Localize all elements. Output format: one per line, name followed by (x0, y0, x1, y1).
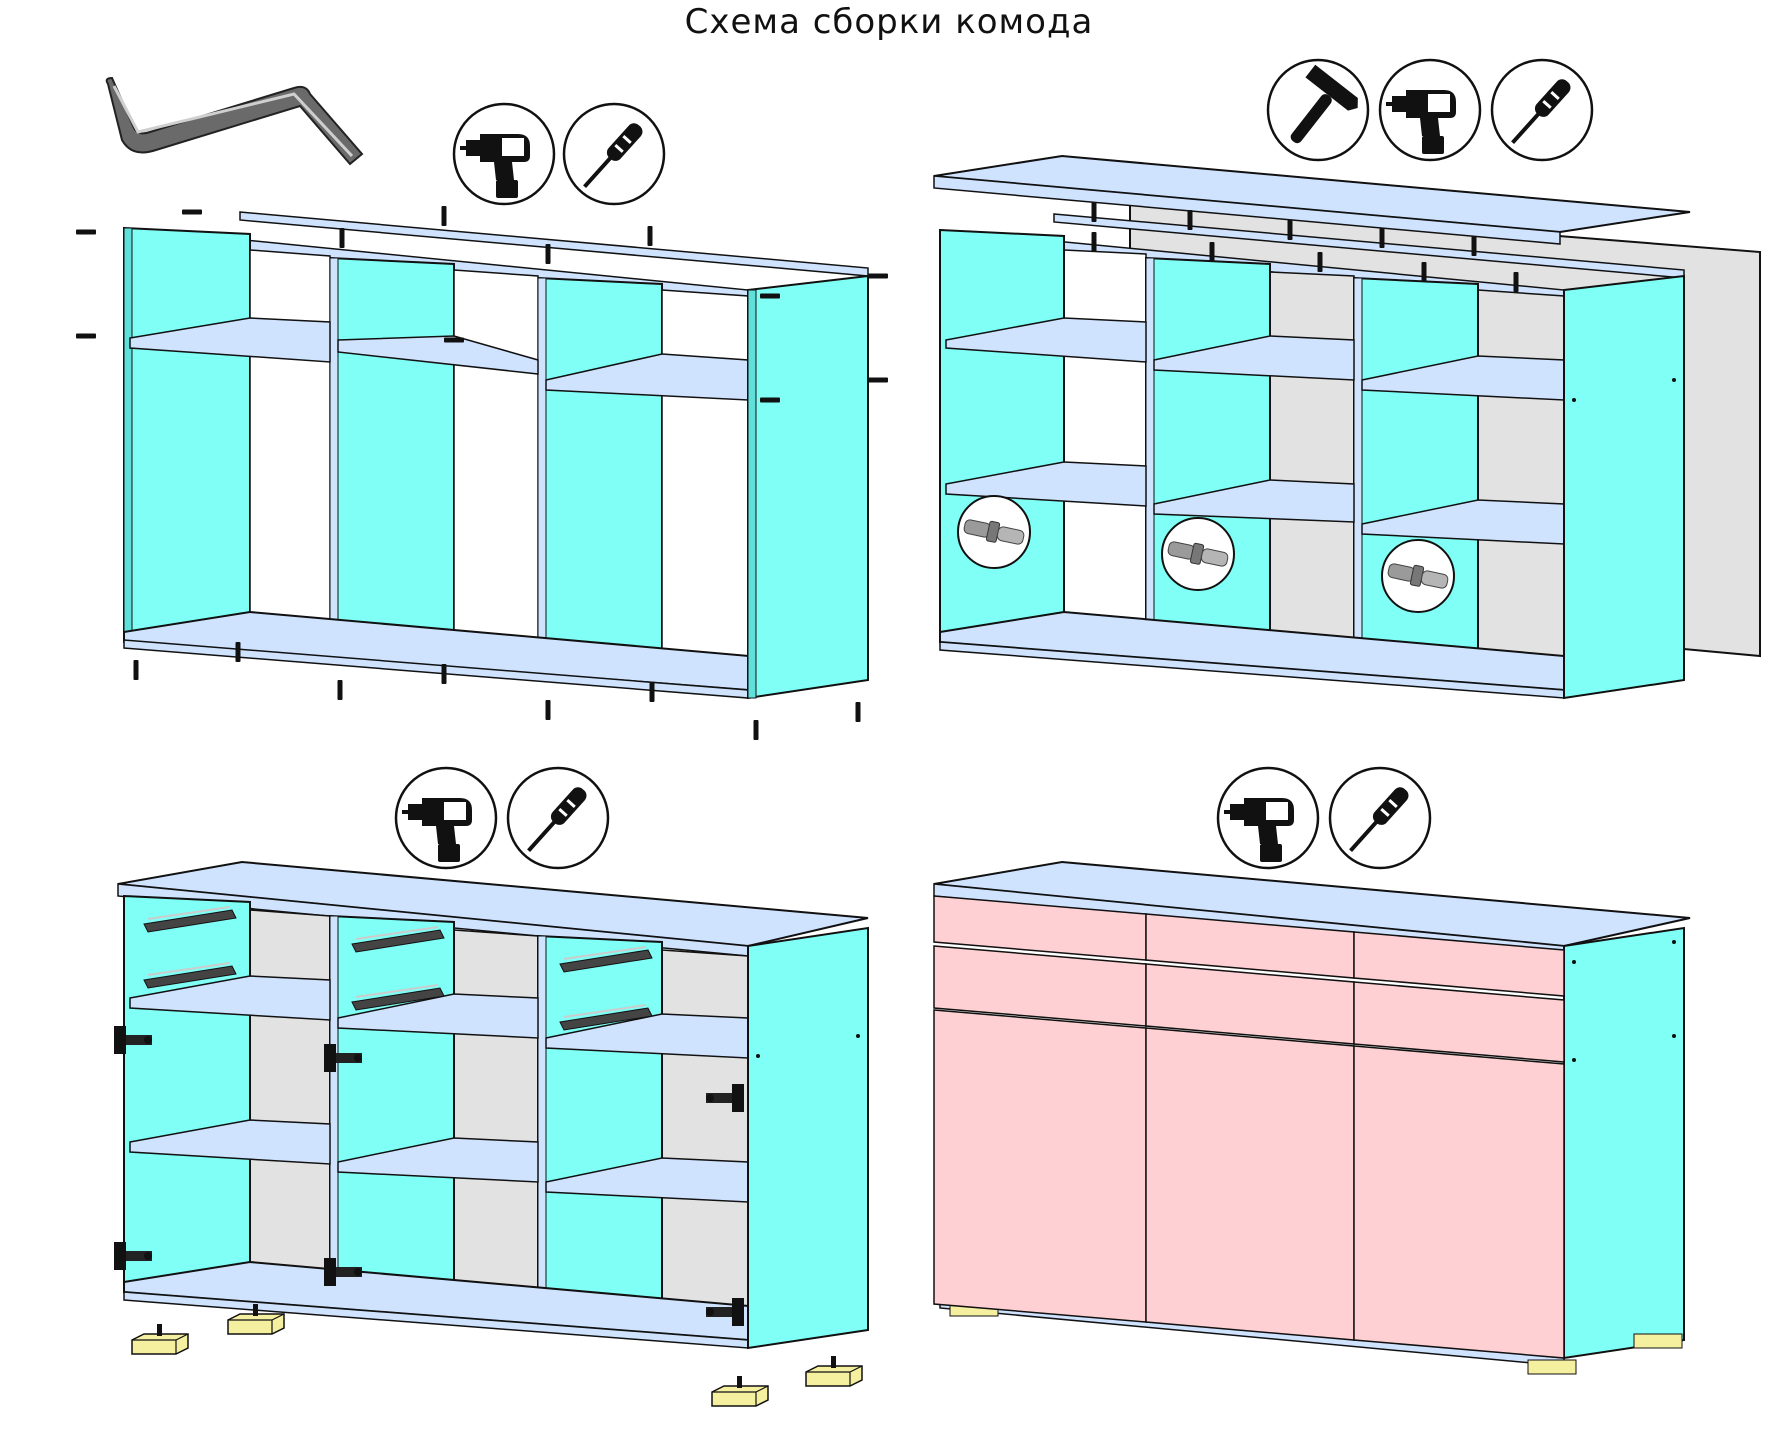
step-4 (933, 766, 1691, 1375)
step-3 (114, 766, 869, 1407)
door-facades (933, 1009, 1565, 1359)
carcass-step-2 (939, 213, 1685, 700)
hex-key-icon (105, 76, 364, 166)
foot-icon (131, 1323, 189, 1355)
carcass-step-1 (123, 211, 869, 700)
screwdriver-icon (1328, 766, 1432, 870)
shelf-pin-icon (1161, 517, 1235, 591)
drawer-facades (933, 895, 1565, 1063)
shelf-pin-icon (1381, 539, 1455, 613)
drill-icon (1216, 766, 1320, 870)
drill-icon (452, 102, 556, 206)
drill-icon (1378, 58, 1482, 162)
foot-icon (711, 1375, 769, 1407)
shelf-pin-icon (957, 495, 1031, 569)
page-title: Схема сборки комода (684, 2, 1094, 42)
foot-icon (805, 1355, 863, 1387)
step-2 (933, 58, 1761, 700)
drill-icon (394, 766, 498, 870)
screwdriver-icon (562, 102, 666, 206)
screwdriver-icon (1490, 58, 1594, 162)
hammer-icon (1266, 58, 1370, 162)
carcass-step-3 (123, 894, 869, 1350)
screwdriver-icon (506, 766, 610, 870)
step-1 (76, 76, 888, 740)
